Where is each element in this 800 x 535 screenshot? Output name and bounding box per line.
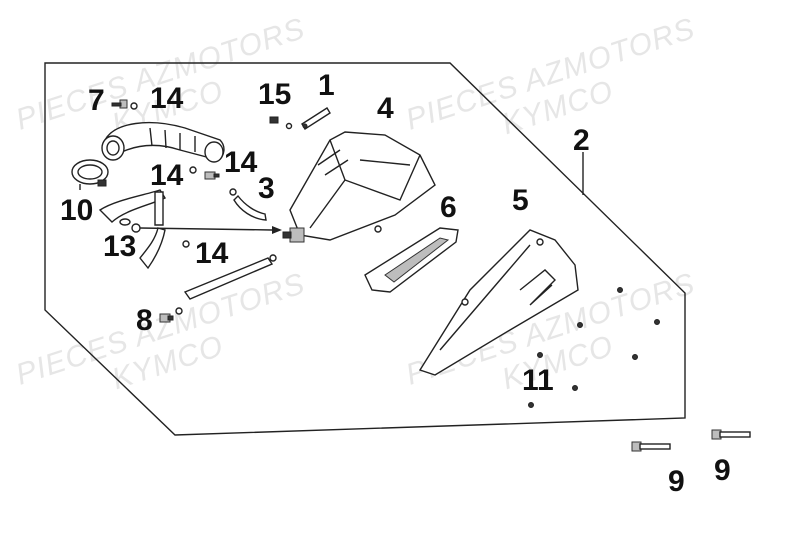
callout-9: 9 [714, 454, 731, 487]
bolt-part-15 [269, 116, 293, 130]
bolt-part-9 [711, 429, 751, 440]
clip-part-14 [229, 188, 237, 196]
callout-5: 5 [512, 184, 529, 217]
callout-14: 14 [224, 146, 258, 179]
screw-part-7 [111, 99, 128, 109]
callout-7: 7 [88, 84, 105, 117]
bracket-part-1 [301, 107, 331, 130]
filter-element-part-6 [364, 227, 459, 293]
callout-3: 3 [258, 172, 275, 205]
tube-part-3 [233, 194, 267, 221]
clip-part-14 [182, 240, 190, 248]
plug-part-8 [159, 313, 174, 323]
callout-14: 14 [150, 159, 184, 192]
breather-hose [175, 254, 277, 315]
screws-part-11 [528, 287, 660, 408]
callout-2: 2 [573, 124, 590, 157]
arrow-13 [131, 223, 282, 234]
bolt-part-9 [631, 441, 671, 452]
callout-14: 14 [195, 237, 229, 270]
intake-duct [101, 122, 225, 163]
callout-6: 6 [440, 191, 457, 224]
drain-hose [98, 189, 167, 270]
callout-13: 13 [103, 230, 136, 263]
airbox-housing-part-4 [282, 131, 436, 243]
callout-4: 4 [377, 92, 394, 125]
clip-part-14 [130, 102, 138, 110]
callout-1: 1 [318, 69, 335, 102]
callout-10: 10 [60, 194, 93, 227]
assembly-boundary [44, 62, 686, 436]
clamp-part-10 [71, 159, 109, 190]
callout-15: 15 [258, 78, 291, 111]
callout-8: 8 [136, 304, 153, 337]
callout-11: 11 [522, 364, 554, 397]
callout-14: 14 [150, 82, 184, 115]
callouts: 1 2 3 4 5 6 7 8 9 9 10 11 13 14 14 14 14… [60, 69, 731, 498]
callout-9: 9 [668, 465, 685, 498]
fitting-small [204, 171, 220, 180]
airbox-cover-part-5 [418, 229, 579, 376]
clip-part-14 [189, 166, 197, 174]
